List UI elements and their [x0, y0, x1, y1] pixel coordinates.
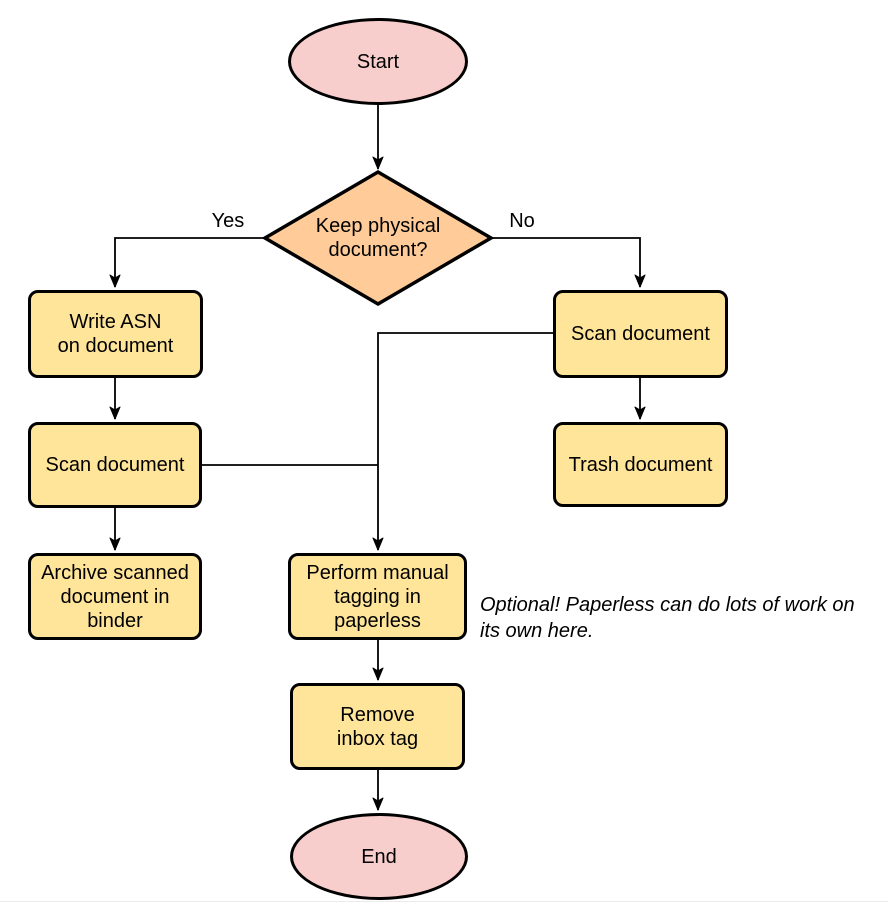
node-scan-document-left: Scan document: [28, 422, 202, 508]
node-archive-scanned: Archive scanned document in binder: [28, 553, 202, 640]
node-start-label: Start: [356, 50, 400, 73]
edge-label-yes: Yes: [208, 209, 248, 233]
node-decision: Keep physical document?: [270, 205, 486, 271]
node-remove-inbox-tag: Remove inbox tag: [290, 683, 465, 770]
node-archive-scanned-label: Archive scanned document in binder: [41, 561, 189, 632]
edge-decision-no-to-scan-right: [491, 237, 646, 288]
decision-diamond-shape: [261, 169, 495, 307]
node-scan-document-left-label: Scan document: [45, 454, 185, 476]
node-manual-tagging: Perform manual tagging in paperless: [288, 553, 467, 640]
node-start: Start: [288, 18, 468, 105]
node-manual-tagging-label: Perform manual tagging in paperless: [306, 561, 449, 632]
annotation-note: Optional! Paperless can do lots of work …: [480, 594, 855, 642]
edge-decision-yes-to-write-asn: [109, 237, 265, 288]
edge-scan-right-to-tagging: [372, 332, 553, 551]
bottom-divider: [0, 901, 888, 902]
node-remove-inbox-tag-label: Remove inbox tag: [336, 703, 419, 750]
node-scan-document-right-label: Scan document: [571, 323, 710, 345]
node-write-asn: Write ASN on document: [28, 290, 203, 378]
node-end-label: End: [361, 845, 397, 868]
node-scan-document-right: Scan document: [553, 290, 728, 378]
edge-label-no: No: [506, 209, 538, 233]
node-trash-document: Trash document: [553, 422, 728, 507]
node-trash-document-label: Trash document: [568, 453, 713, 476]
node-decision-label: Keep physical document?: [315, 215, 441, 261]
node-write-asn-label: Write ASN on document: [57, 311, 174, 357]
node-end: End: [290, 813, 468, 900]
